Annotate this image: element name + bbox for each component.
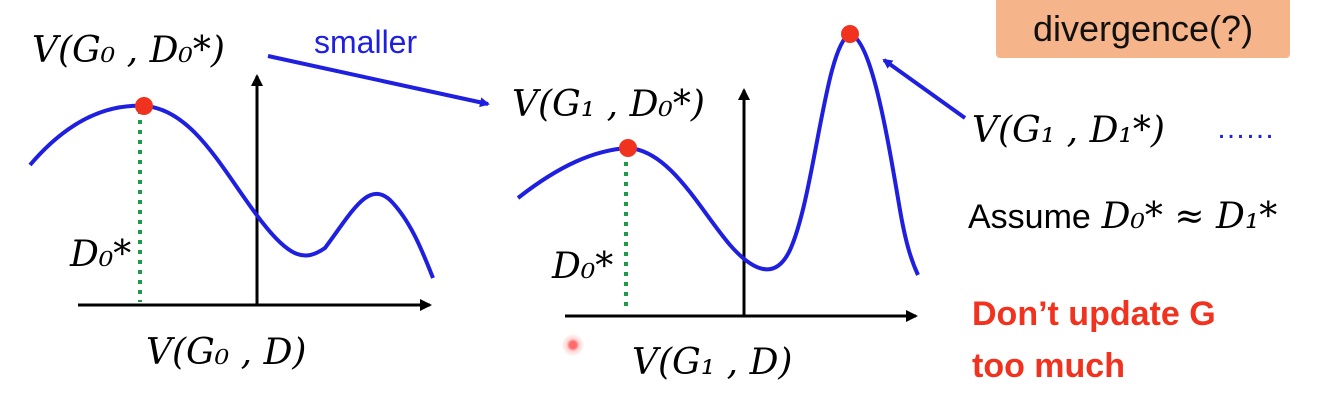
left-curve (28, 103, 435, 279)
divergence-badge: divergence(?) (996, 0, 1290, 58)
divergence-badge-text: divergence(?) (1032, 8, 1254, 49)
peak-arrow (882, 58, 967, 120)
right-local-max-point (619, 139, 637, 157)
warning-line-2: too much (972, 347, 1125, 385)
left-axis-label: V(G₀ , D) (146, 332, 307, 373)
left-d0-label: D₀* (70, 234, 132, 275)
warning-text: Don’t update G too much (972, 288, 1216, 392)
ellipsis: …… (1216, 112, 1275, 145)
right-curve (516, 31, 920, 276)
pointer-cursor-icon (562, 334, 584, 356)
right-high-peak-label: V(G₁ , D₁*) (972, 110, 1165, 151)
right-peak-label: V(G₁ , D₀*) (512, 84, 705, 125)
right-axis-label: V(G₁ , D) (632, 342, 793, 383)
assumption-prefix: Assume (968, 198, 1091, 236)
warning-line-1: Don’t update G (972, 295, 1216, 333)
right-d0-label: D₀* (552, 246, 614, 287)
left-peak-label: V(G₀ , D₀*) (32, 30, 225, 71)
assumption-expr: D₀* ≈ D₁* (1101, 196, 1278, 237)
smaller-label: smaller (314, 24, 418, 60)
right-global-max-point (841, 25, 859, 43)
smaller-arrow (267, 54, 490, 108)
assumption: Assume D₀* ≈ D₁* (968, 196, 1277, 237)
left-max-point (135, 97, 153, 115)
